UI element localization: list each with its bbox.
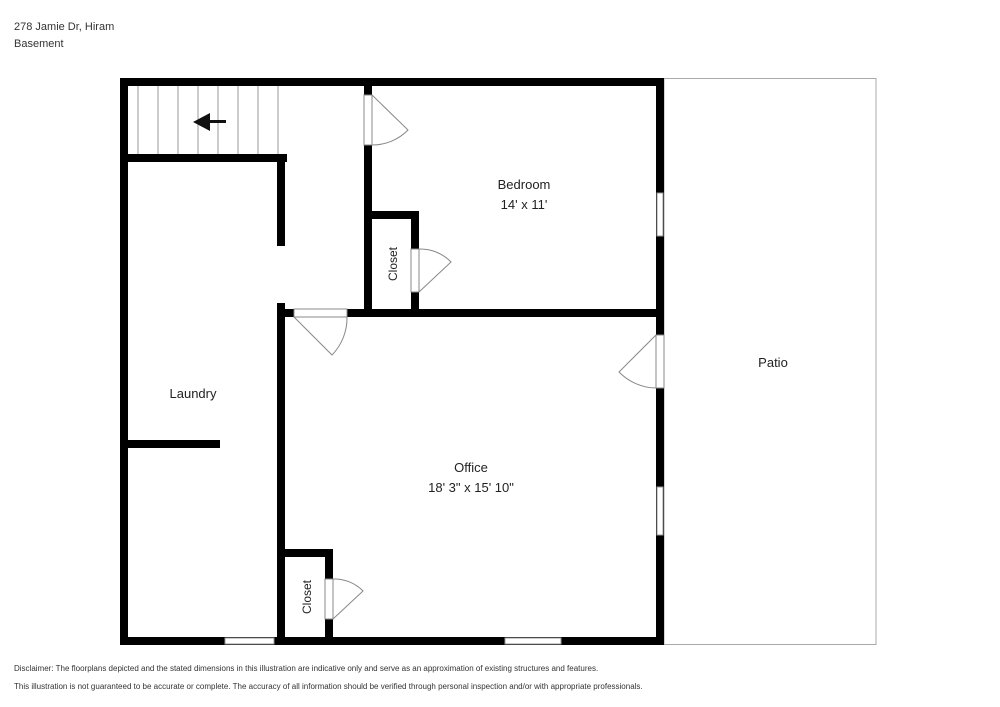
office-window <box>656 486 664 536</box>
room-label-patio: Patio <box>758 355 788 370</box>
room-label-bedroom: Bedroom 14' x 11' <box>474 177 574 212</box>
office-door <box>293 308 348 356</box>
room-dimensions: 14' x 11' <box>500 197 548 212</box>
doors <box>293 94 665 620</box>
office-closet-door <box>324 578 364 620</box>
room-name: Bedroom <box>497 177 551 192</box>
arrow-left-icon <box>193 113 226 131</box>
room-label-office: Office 18' 3" x 15' 10" <box>401 460 541 495</box>
patio-area <box>663 78 877 645</box>
disclaimer-line-1: Disclaimer: The floorplans depicted and … <box>14 664 599 673</box>
room-label-laundry: Laundry <box>169 386 217 401</box>
room-label-bedroom-closet: Closet <box>386 247 400 282</box>
bedroom-window <box>656 192 664 237</box>
room-label-office-closet: Closet <box>300 580 314 615</box>
disclaimer-line-2: This illustration is not guaranteed to b… <box>14 682 643 691</box>
property-address: 278 Jamie Dr, Hiram <box>14 21 115 33</box>
room-dimensions: 18' 3" x 15' 10" <box>428 480 514 495</box>
room-name: Office <box>454 460 488 475</box>
windows <box>224 192 664 645</box>
floor-name: Basement <box>14 38 64 50</box>
laundry-window <box>224 637 275 645</box>
walls <box>120 78 664 645</box>
office-bottom-window <box>504 637 562 645</box>
patio-door <box>618 334 665 389</box>
bedroom-door <box>363 94 409 146</box>
bedroom-closet-door <box>410 248 452 293</box>
